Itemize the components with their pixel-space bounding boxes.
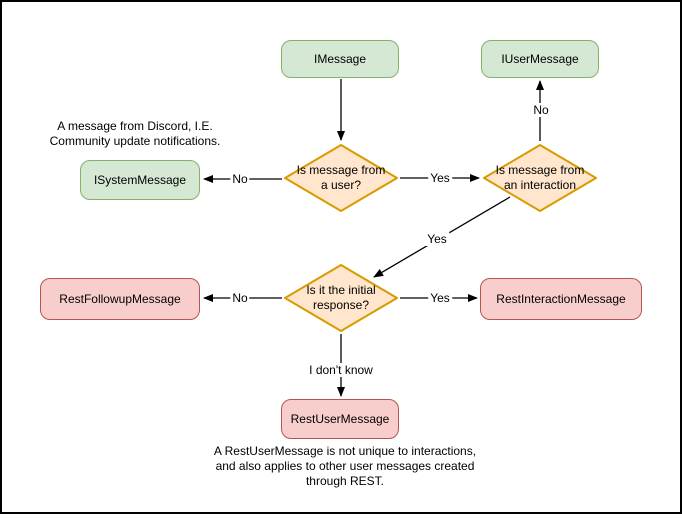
edge-label-user-no: No bbox=[230, 172, 250, 186]
node-isystemmessage: ISystemMessage bbox=[80, 160, 200, 200]
node-restfollowupmessage: RestFollowupMessage bbox=[40, 278, 200, 320]
node-restinteractionmessage-label: RestInteractionMessage bbox=[496, 292, 626, 306]
diamond-shape bbox=[483, 144, 597, 212]
node-restusermessage-label: RestUserMessage bbox=[290, 412, 390, 426]
diamond-shape bbox=[284, 144, 398, 212]
edge-label-initial-unknown: I don't know bbox=[307, 363, 375, 377]
diamond-shape bbox=[284, 264, 398, 332]
diamond-polygon bbox=[284, 264, 398, 332]
diamond-polygon bbox=[483, 144, 597, 212]
node-restinteractionmessage: RestInteractionMessage bbox=[480, 278, 642, 320]
node-iusermessage: IUserMessage bbox=[481, 40, 599, 78]
node-restfollowupmessage-label: RestFollowupMessage bbox=[59, 292, 181, 306]
annotation-system-message-note: A message from Discord, I.E. Community u… bbox=[49, 119, 221, 148]
node-question-initial-response-label: Is it the initial response? bbox=[306, 283, 376, 312]
edge-label-initial-yes: Yes bbox=[428, 291, 452, 305]
annotation-rest-user-message-note: A RestUserMessage is not unique to inter… bbox=[213, 444, 477, 488]
node-question-initial-response: Is it the initial response? bbox=[283, 263, 399, 333]
node-isystemmessage-label: ISystemMessage bbox=[93, 173, 187, 187]
node-question-from-user-label: Is message from a user? bbox=[296, 163, 386, 192]
node-question-from-user: Is message from a user? bbox=[283, 143, 399, 213]
edge-label-user-yes: Yes bbox=[428, 171, 452, 185]
node-imessage-label: IMessage bbox=[313, 52, 367, 66]
edge-label-interaction-no: No bbox=[531, 103, 551, 117]
node-question-from-interaction-label: Is message from an interaction bbox=[495, 163, 585, 192]
node-question-from-interaction: Is message from an interaction bbox=[482, 143, 598, 213]
diamond-polygon bbox=[284, 144, 398, 212]
node-restusermessage: RestUserMessage bbox=[281, 399, 399, 439]
node-imessage: IMessage bbox=[281, 40, 399, 78]
node-iusermessage-label: IUserMessage bbox=[501, 52, 579, 66]
edge-label-interaction-yes: Yes bbox=[425, 232, 449, 246]
edge-label-initial-no: No bbox=[230, 291, 250, 305]
